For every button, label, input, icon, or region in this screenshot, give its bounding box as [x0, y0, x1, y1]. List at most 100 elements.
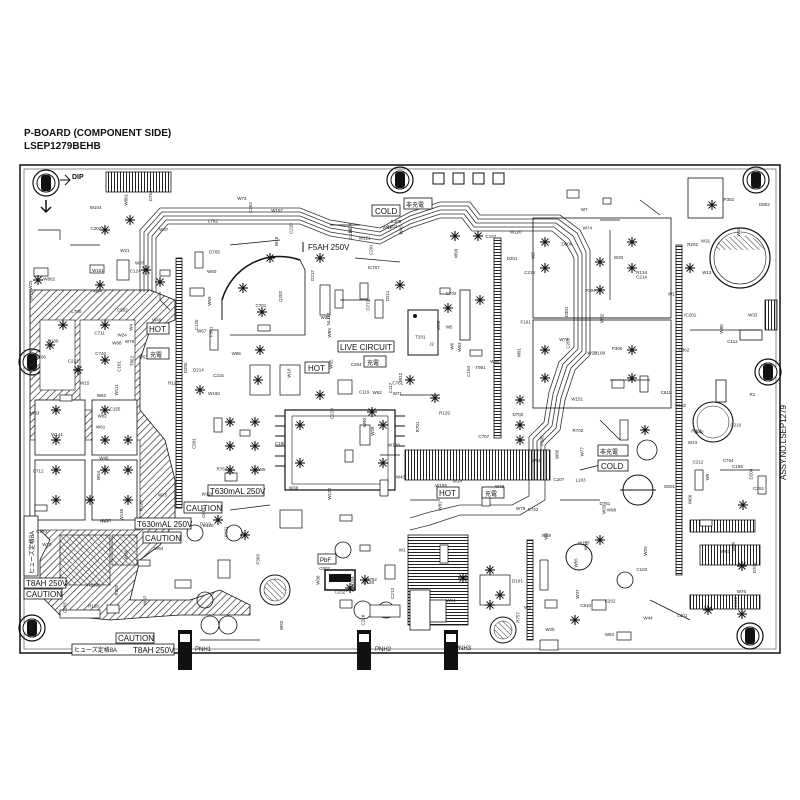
ref-designator: W31	[701, 239, 711, 244]
ref-designator: W22	[587, 350, 597, 355]
ref-designator: W36	[316, 575, 321, 585]
ref-designator: W41	[383, 225, 393, 230]
ref-designator: C722	[528, 507, 539, 512]
ref-designator: W69	[542, 533, 552, 538]
ref-designator: W44	[643, 616, 653, 621]
ref-designator: C702	[446, 291, 457, 296]
fuse-t8ah-label-bottom: T8AH 250V	[133, 646, 175, 655]
ref-designator: C203	[248, 202, 253, 213]
ref-designator: W37	[575, 589, 580, 599]
ref-designator: D212	[310, 270, 315, 281]
ref-designator: L700	[71, 309, 82, 314]
fuse-t630-label-2: T630mAL 250V	[137, 520, 193, 529]
hot-label-lower: HOT	[439, 489, 456, 498]
ref-designator: W78	[125, 339, 135, 344]
page-title: P-BOARD (COMPONENT SIDE)	[24, 128, 172, 139]
ref-designator: C117	[388, 382, 393, 393]
ref-designator: W84	[446, 598, 456, 603]
ref-designator: W89	[327, 328, 332, 338]
connector-strip	[175, 257, 183, 509]
fuse-rating-label: F5AH 250V	[308, 243, 350, 252]
ref-designator: W87	[135, 261, 145, 266]
ref-designator: W4	[128, 323, 133, 330]
ref-designator: W77	[580, 447, 585, 457]
assy-number-label: ASSY.NO.LSEP1279	[779, 404, 788, 480]
ref-designator: C112	[727, 339, 738, 344]
ref-designator: W62	[97, 393, 107, 398]
ref-designator: W47	[159, 227, 169, 232]
ref-designator: C125	[194, 319, 199, 330]
ref-designator: W802	[43, 276, 55, 281]
ref-designator: W9	[705, 473, 710, 480]
ref-designator: W11	[583, 541, 588, 550]
dip-label: DIP	[72, 174, 84, 181]
ref-designator: W12	[398, 372, 403, 382]
ref-designator: IC201	[684, 312, 697, 317]
ref-designator: W7	[581, 207, 588, 212]
ref-designator: W63	[457, 342, 462, 352]
ref-designator: D203	[749, 468, 754, 479]
board-markings: COLD 非充電 HOT 充電 F5AH 250V LIVE CIRCUIT 充…	[23, 197, 788, 656]
ref-designator: W167	[271, 208, 283, 213]
fuse-jp-label-bottom: ヒューズ定格8A	[74, 646, 117, 654]
ref-designator: C124	[130, 268, 141, 273]
mount-hole-top-left	[32, 169, 60, 197]
ref-designator: Q202	[278, 290, 283, 302]
ref-designator: W88	[112, 340, 122, 345]
ref-designator: W30	[614, 255, 624, 260]
ref-designator: R128	[88, 604, 99, 609]
ref-designator: R757	[516, 612, 521, 623]
ref-designator: W55	[574, 558, 579, 568]
charge-label-left: 充電	[150, 351, 162, 359]
ref-designator: R762	[366, 577, 377, 582]
ref-designator: R130	[48, 338, 59, 343]
ref-designator: W72	[559, 337, 569, 342]
mount-hole-top-mid	[386, 166, 414, 194]
ref-designator: W19	[29, 290, 34, 300]
ref-designator: W85	[256, 467, 266, 472]
ref-designator: W15	[80, 380, 90, 385]
ref-designator: C701	[256, 303, 267, 308]
ref-designator: C121	[223, 526, 228, 537]
hot-label-left: HOT	[149, 325, 166, 334]
ref-designator: C105	[391, 219, 402, 224]
ref-designator: R702	[573, 428, 584, 433]
ref-designator: C157	[486, 234, 497, 239]
ref-designator: R1	[750, 392, 756, 397]
ref-designator: C126	[348, 228, 353, 239]
ref-designator: T901	[475, 365, 486, 370]
ref-designator: W159	[350, 576, 355, 588]
ref-designator: C501	[192, 438, 197, 449]
ref-designator: L762	[208, 218, 219, 223]
ref-designator: W28	[370, 426, 375, 436]
ref-designator: R201	[691, 428, 702, 433]
ref-designator: D301	[564, 306, 569, 317]
ref-designator: W96	[232, 351, 242, 356]
ref-designator: W158	[388, 443, 400, 448]
ref-designator: C232	[335, 589, 346, 594]
ref-designator: W74	[583, 225, 593, 230]
ref-designator: C810	[580, 603, 591, 608]
ref-designator: C159	[732, 464, 743, 469]
caution-label-4: CAUTION	[118, 634, 154, 643]
ref-designator: C707	[478, 434, 489, 439]
ref-designator: C740	[95, 351, 106, 356]
ref-designator: R120	[139, 500, 144, 511]
ref-designator: W140	[119, 508, 124, 520]
ref-designator: C602	[319, 566, 330, 571]
caution-label-2: CAUTION	[145, 534, 181, 543]
ref-designator: P304	[585, 288, 596, 293]
mount-hole-right	[754, 358, 782, 386]
ref-designator: C764	[723, 458, 734, 463]
ref-designator: D206	[35, 354, 46, 359]
hot-label-center: HOT	[308, 364, 325, 373]
ref-designator: W121	[359, 236, 371, 241]
ref-designator: L103	[576, 478, 587, 483]
ref-designator: C160	[275, 441, 286, 446]
ref-designator: W33	[748, 313, 758, 318]
ref-designator: W120	[510, 230, 522, 235]
ref-designator: W161	[92, 268, 104, 273]
ref-designator: W157	[578, 540, 590, 545]
caution-label-3: CAUTION	[26, 590, 62, 599]
fuse-t630-label-1: T630mAL 250V	[210, 487, 266, 496]
